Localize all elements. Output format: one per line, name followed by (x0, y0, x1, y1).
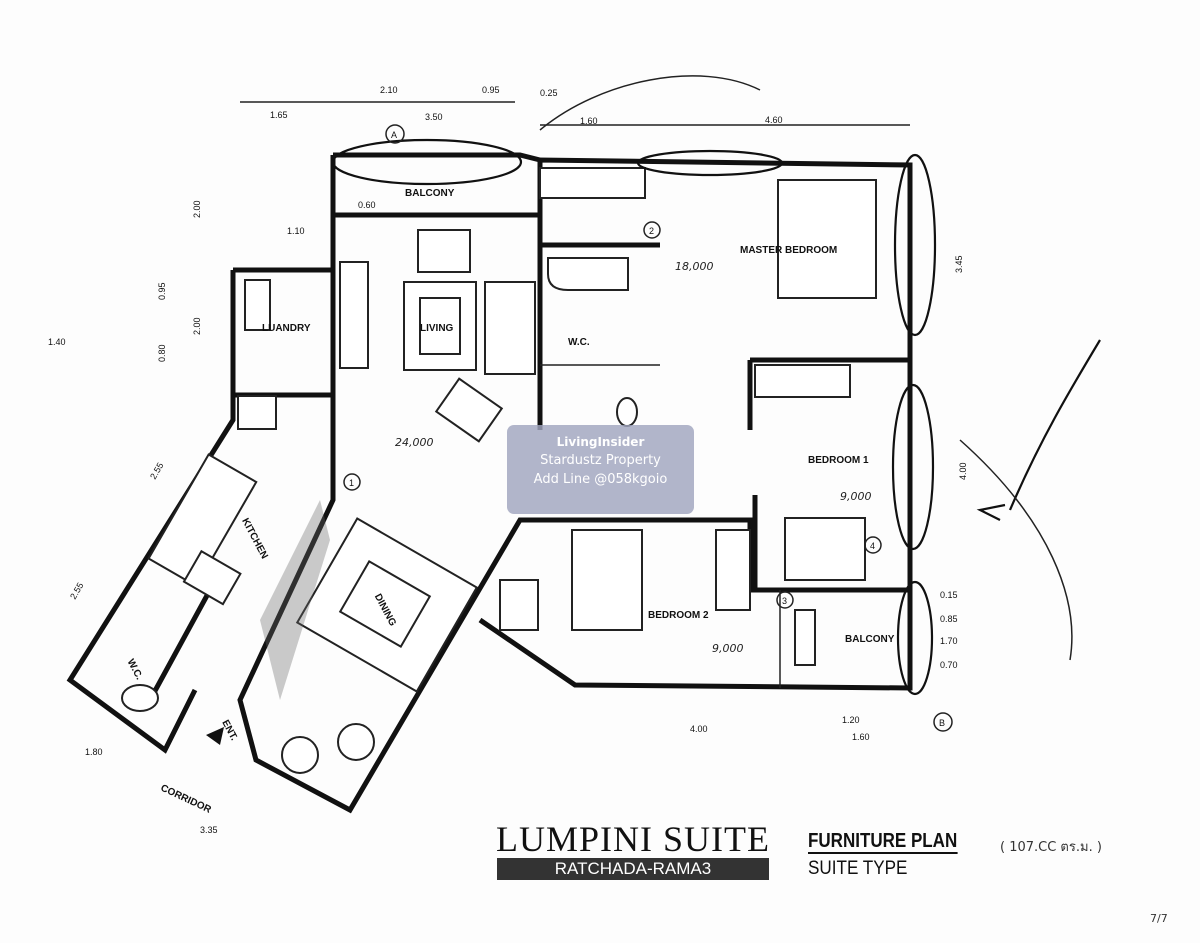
svg-text:0.70: 0.70 (940, 660, 958, 670)
ac-btu-living: 24,000 (395, 436, 434, 449)
furniture (121, 167, 877, 774)
watermark: LivingInsider Stardustz Property Add Lin… (507, 425, 694, 514)
watermark-line1: Stardustz Property (540, 453, 661, 468)
svg-text:0.15: 0.15 (940, 590, 958, 600)
svg-text:3.35: 3.35 (200, 825, 218, 835)
svg-text:2.00: 2.00 (192, 317, 202, 335)
date-note: 7/7 (1150, 912, 1168, 925)
marker-a: A (391, 130, 397, 140)
svg-text:3.45: 3.45 (954, 255, 964, 273)
svg-text:0.25: 0.25 (540, 88, 558, 98)
svg-text:1.40: 1.40 (48, 337, 66, 347)
walls (66, 152, 913, 814)
dimension-labels: 1.65 3.50 2.10 0.95 0.25 1.60 4.60 3.45 … (48, 85, 968, 835)
svg-text:4: 4 (870, 541, 875, 551)
annotations: 18,000 24,000 9,000 9,000 A B 1 2 3 4 (343, 124, 953, 732)
label-corridor: CORRIDOR (159, 783, 214, 816)
handwritten-marks (331, 75, 1101, 696)
svg-text:1.60: 1.60 (852, 732, 870, 742)
plan-subtitle: SUITE TYPE (808, 858, 908, 879)
label-bedroom-1: BEDROOM 1 (808, 455, 869, 466)
bed-1 (784, 517, 866, 581)
svg-text:0.95: 0.95 (157, 282, 167, 300)
bathtub (547, 257, 629, 291)
watermark-brand: LivingInsider (556, 435, 645, 449)
kitchen-counter (147, 453, 258, 588)
label-wc-kitchen: W.C. (125, 657, 145, 681)
sink (182, 549, 242, 606)
tv-cabinet (339, 261, 369, 369)
svg-text:1.65: 1.65 (270, 110, 288, 120)
svg-text:2: 2 (649, 226, 654, 236)
watermark-line2: Add Line @058kgoio (533, 472, 668, 487)
label-bedroom-2: BEDROOM 2 (648, 610, 709, 621)
svg-text:2.55: 2.55 (68, 581, 85, 601)
label-living: LIVING (420, 323, 454, 334)
plan-title: FURNITURE PLAN (808, 830, 958, 854)
marker-b: B (939, 718, 945, 728)
svg-text:0.85: 0.85 (940, 614, 958, 624)
label-wc-main: W.C. (568, 337, 590, 348)
ac-btu-bed2: 9,000 (712, 642, 744, 655)
wardrobe-master (539, 167, 646, 199)
svg-text:1: 1 (349, 478, 354, 488)
toilet (616, 397, 638, 427)
svg-text:1.60: 1.60 (580, 116, 598, 126)
svg-text:1.80: 1.80 (85, 747, 103, 757)
svg-text:4.60: 4.60 (765, 115, 783, 125)
label-master-bedroom: MASTER BEDROOM (740, 245, 837, 256)
svg-text:1.20: 1.20 (842, 715, 860, 725)
svg-text:2.55: 2.55 (148, 461, 165, 481)
label-kitchen: KITCHEN (239, 517, 270, 561)
brand-logo: LUMPINI SUITE (496, 819, 770, 859)
label-laundry: LUANDRY (262, 323, 311, 334)
svg-text:2.10: 2.10 (380, 85, 398, 95)
svg-text:1.10: 1.10 (287, 226, 305, 236)
dining-table (338, 560, 432, 648)
master-bed (777, 179, 877, 299)
armchair (417, 229, 471, 273)
svg-text:4.00: 4.00 (958, 462, 968, 480)
bed-2 (571, 529, 643, 631)
svg-text:0.60: 0.60 (358, 200, 376, 210)
svg-text:3: 3 (782, 596, 787, 606)
svg-text:3.50: 3.50 (425, 112, 443, 122)
ac-btu-master: 18,000 (675, 260, 714, 273)
label-balcony-top: BALCONY (405, 188, 455, 199)
svg-text:2.00: 2.00 (192, 200, 202, 218)
brand-subtitle: RATCHADA-RAMA3 (497, 858, 769, 880)
svg-text:0.80: 0.80 (157, 344, 167, 362)
sofa (484, 281, 536, 375)
svg-text:1.70: 1.70 (940, 636, 958, 646)
wardrobe (754, 364, 851, 398)
area-note: ( 107.CC ตร.ม. ) (1000, 840, 1102, 855)
svg-text:0.95: 0.95 (482, 85, 500, 95)
svg-text:4.00: 4.00 (690, 724, 708, 734)
label-balcony-right: BALCONY (845, 634, 895, 645)
ac-btu-bed1: 9,000 (840, 490, 872, 503)
basin (121, 684, 159, 712)
